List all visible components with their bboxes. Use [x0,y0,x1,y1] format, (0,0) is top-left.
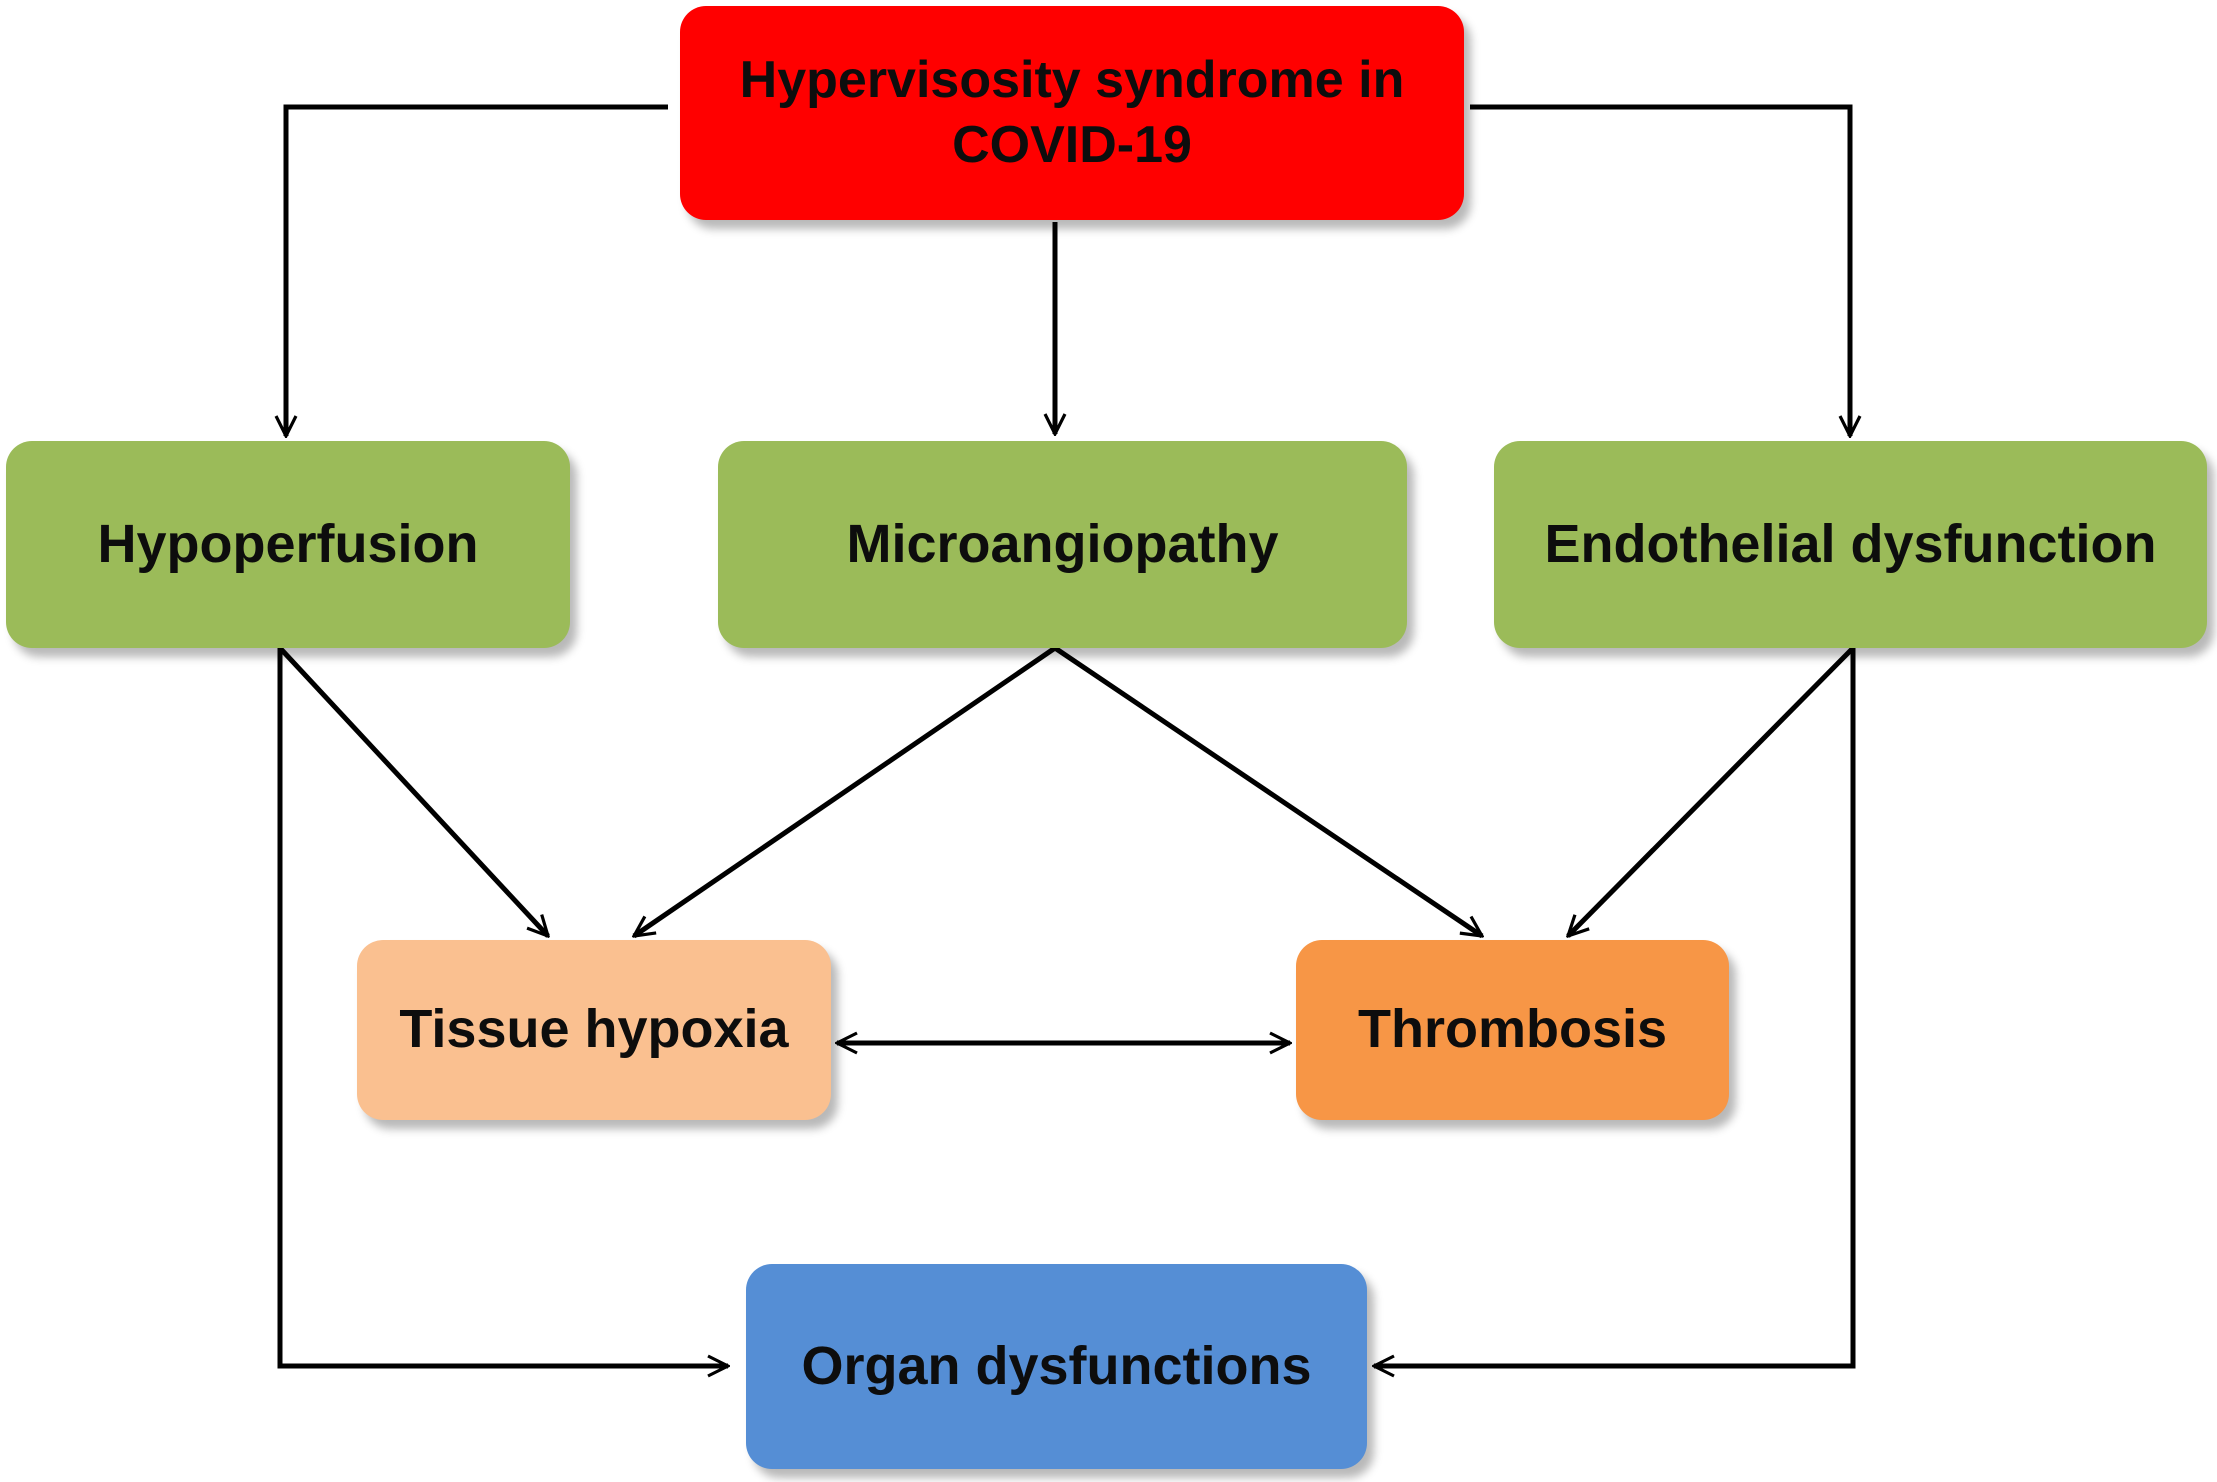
edge-endothelial-to-thrombosis [1568,646,1855,936]
node-label: Microangiopathy [846,513,1279,574]
node-label: Organ dysfunctions [801,1335,1312,1396]
node-hypervisosity-syndrome: Hypervisosity syndrome in COVID-19 [680,6,1464,220]
node-tissue-hypoxia: Tissue hypoxia [357,940,831,1120]
edge-microangiopathy-to-thrombosis [1053,645,1482,939]
node-endothelial-dysfunction: Endothelial dysfunction [1494,441,2207,648]
node-label: Hypervisosity syndrome in COVID-19 [739,51,1405,174]
node-label: Hypoperfusion [97,513,479,574]
node-organ-dysfunctions: Organ dysfunctions [746,1264,1367,1469]
edge-endothelial-to-organ [1374,648,1856,1366]
node-hypoperfusion: Hypoperfusion [6,441,570,648]
node-label: Tissue hypoxia [399,999,789,1060]
edge-hypoperfusion-to-organ [277,648,728,1366]
edge-microangiopathy-to-tissue-hypoxia [634,645,1057,939]
node-thrombosis: Thrombosis [1296,940,1729,1120]
node-microangiopathy: Microangiopathy [718,441,1407,648]
edge-root-to-endothelial [1470,104,1850,436]
node-label: Thrombosis [1357,999,1668,1060]
node-label: Endothelial dysfunction [1544,513,2157,574]
edge-root-to-hypoperfusion [286,104,668,436]
edge-hypoperfusion-to-tissue-hypoxia [278,646,548,936]
